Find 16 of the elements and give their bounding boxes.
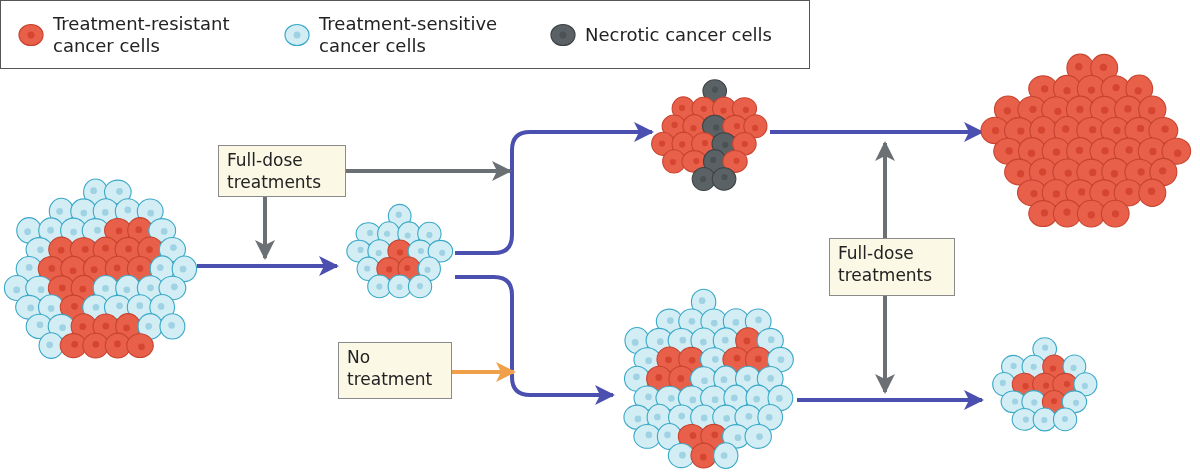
treatment-label: Full-dose treatments (218, 145, 346, 197)
treatment-label: No treatment (338, 342, 452, 399)
arrow (452, 362, 516, 382)
legend-label: Treatment-resistant cancer cells (53, 12, 231, 57)
legend-label: Necrotic cancer cells (585, 23, 772, 46)
treatment-label: Full-dose treatments (829, 238, 955, 296)
legend-label: Treatment-sensitive cancer cells (319, 12, 499, 57)
tumor-drawing (652, 80, 770, 192)
arrow (455, 275, 615, 405)
arrow (797, 390, 984, 410)
arrow (455, 122, 654, 255)
arrow (197, 256, 339, 276)
arrow (875, 141, 895, 238)
arrow (346, 161, 512, 181)
arrow (875, 296, 895, 394)
arrow (255, 197, 275, 260)
